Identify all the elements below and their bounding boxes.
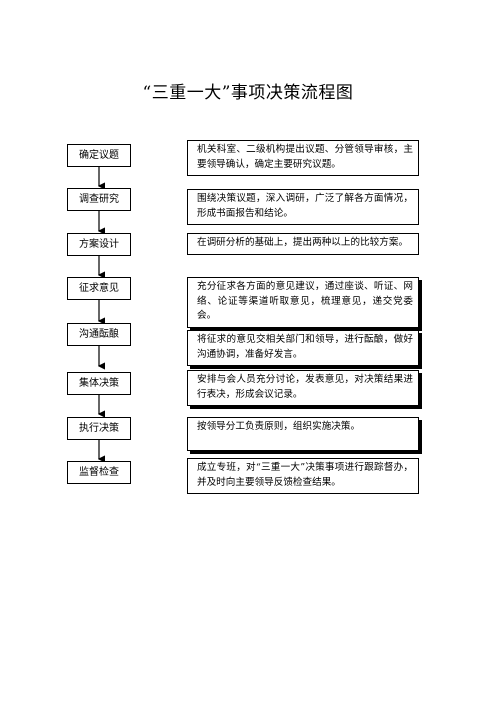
desc-box-supervision: 成立专班，对“三重一大”决策事项进行跟踪督办，并及时向主要领导反馈检查结果。 bbox=[187, 458, 419, 494]
step-box-solicit-opinions: 征求意见 bbox=[67, 277, 131, 300]
desc-box-execute-decision: 按领导分工负责原则，组织实施决策。 bbox=[187, 417, 419, 451]
step-box-communication: 沟通酝酿 bbox=[67, 323, 131, 346]
step-box-execute-decision: 执行决策 bbox=[67, 417, 131, 440]
step-box-confirm-topic: 确定议题 bbox=[67, 144, 131, 167]
desc-box-solicit-opinions: 充分征求各方面的意见建议，通过座谈、听证、网络、论证等渠道听取意见，梳理意见，递… bbox=[187, 277, 419, 328]
desc-box-collective-decision: 安排与会人员充分讨论，发表意见，对决策结果进行表决，形成会议记录。 bbox=[187, 370, 419, 406]
flowchart-title: “三重一大”事项决策流程图 bbox=[142, 83, 354, 103]
desc-box-plan-design: 在调研分析的基础上，提出两种以上的比较方案。 bbox=[187, 233, 419, 255]
desc-box-communication: 将征求的意见交相关部门和领导，进行酝酿，做好沟通协调，准备好发言。 bbox=[187, 330, 419, 366]
step-box-collective-decision: 集体决策 bbox=[67, 372, 131, 395]
step-box-investigation: 调查研究 bbox=[67, 188, 131, 211]
step-box-plan-design: 方案设计 bbox=[67, 233, 131, 256]
step-box-supervision: 监督检查 bbox=[67, 461, 131, 484]
desc-box-confirm-topic: 机关科室、二级机构提出议题、分管领导审核，主要领导确认，确定主要研究议题。 bbox=[187, 140, 419, 176]
desc-box-investigation: 围绕决策议题，深入调研，广泛了解各方面情况，形成书面报告和结论。 bbox=[187, 189, 419, 225]
